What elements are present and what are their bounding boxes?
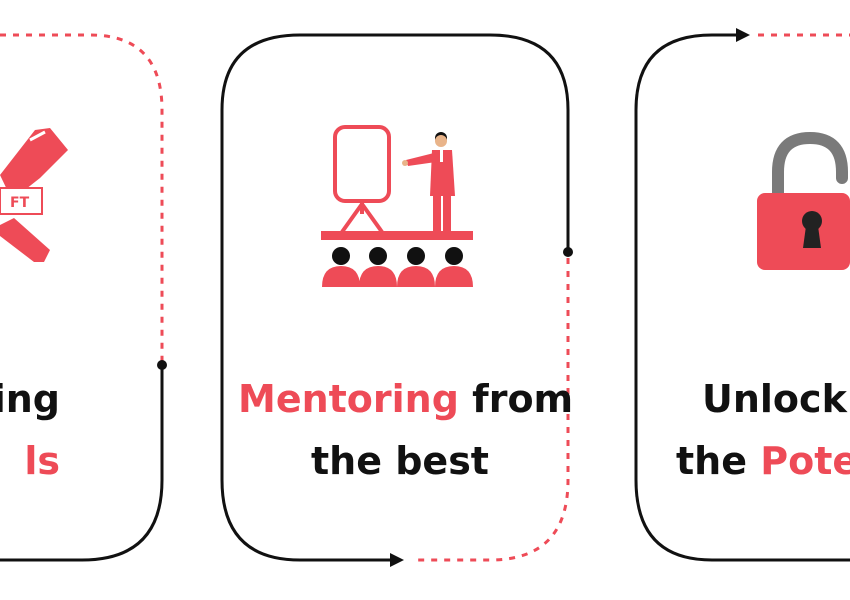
left-panel-solid-outline — [0, 368, 164, 562]
left-caption-line1: ing — [0, 377, 60, 421]
wrench-badge-icon: FT — [0, 128, 68, 262]
mid-caption-line1: Mentoring from — [238, 377, 574, 421]
presenter-audience-icon — [321, 125, 473, 287]
mid-caption-line2: the best — [311, 439, 489, 483]
audience-group — [322, 247, 473, 287]
mid-panel-connector-dot — [563, 247, 573, 257]
right-panel-arrowhead — [736, 28, 750, 42]
right-panel-caption: Unlocki the Pote — [676, 368, 850, 492]
left-panel-dashed-outline — [0, 33, 164, 362]
right-caption-line1: Unlocki — [702, 377, 850, 421]
mid-panel-solid-outline — [220, 33, 570, 562]
mid-panel-dashed-outline — [412, 258, 570, 562]
left-panel-connector-dot — [157, 360, 167, 370]
right-panel-solid-outline — [634, 33, 850, 562]
unlocked-padlock-icon — [757, 131, 850, 270]
right-caption-accent: Pote — [760, 439, 850, 483]
wrench-badge-text: FT — [10, 195, 30, 211]
mid-caption-accent: Mentoring — [238, 377, 459, 421]
left-panel-caption: ing ls — [0, 368, 60, 492]
left-caption-line2: ls — [24, 439, 60, 483]
right-caption-line2: the Pote — [676, 430, 850, 492]
mid-panel-arrowhead — [390, 553, 404, 567]
mid-panel-caption: Mentoring from the best — [238, 368, 574, 492]
